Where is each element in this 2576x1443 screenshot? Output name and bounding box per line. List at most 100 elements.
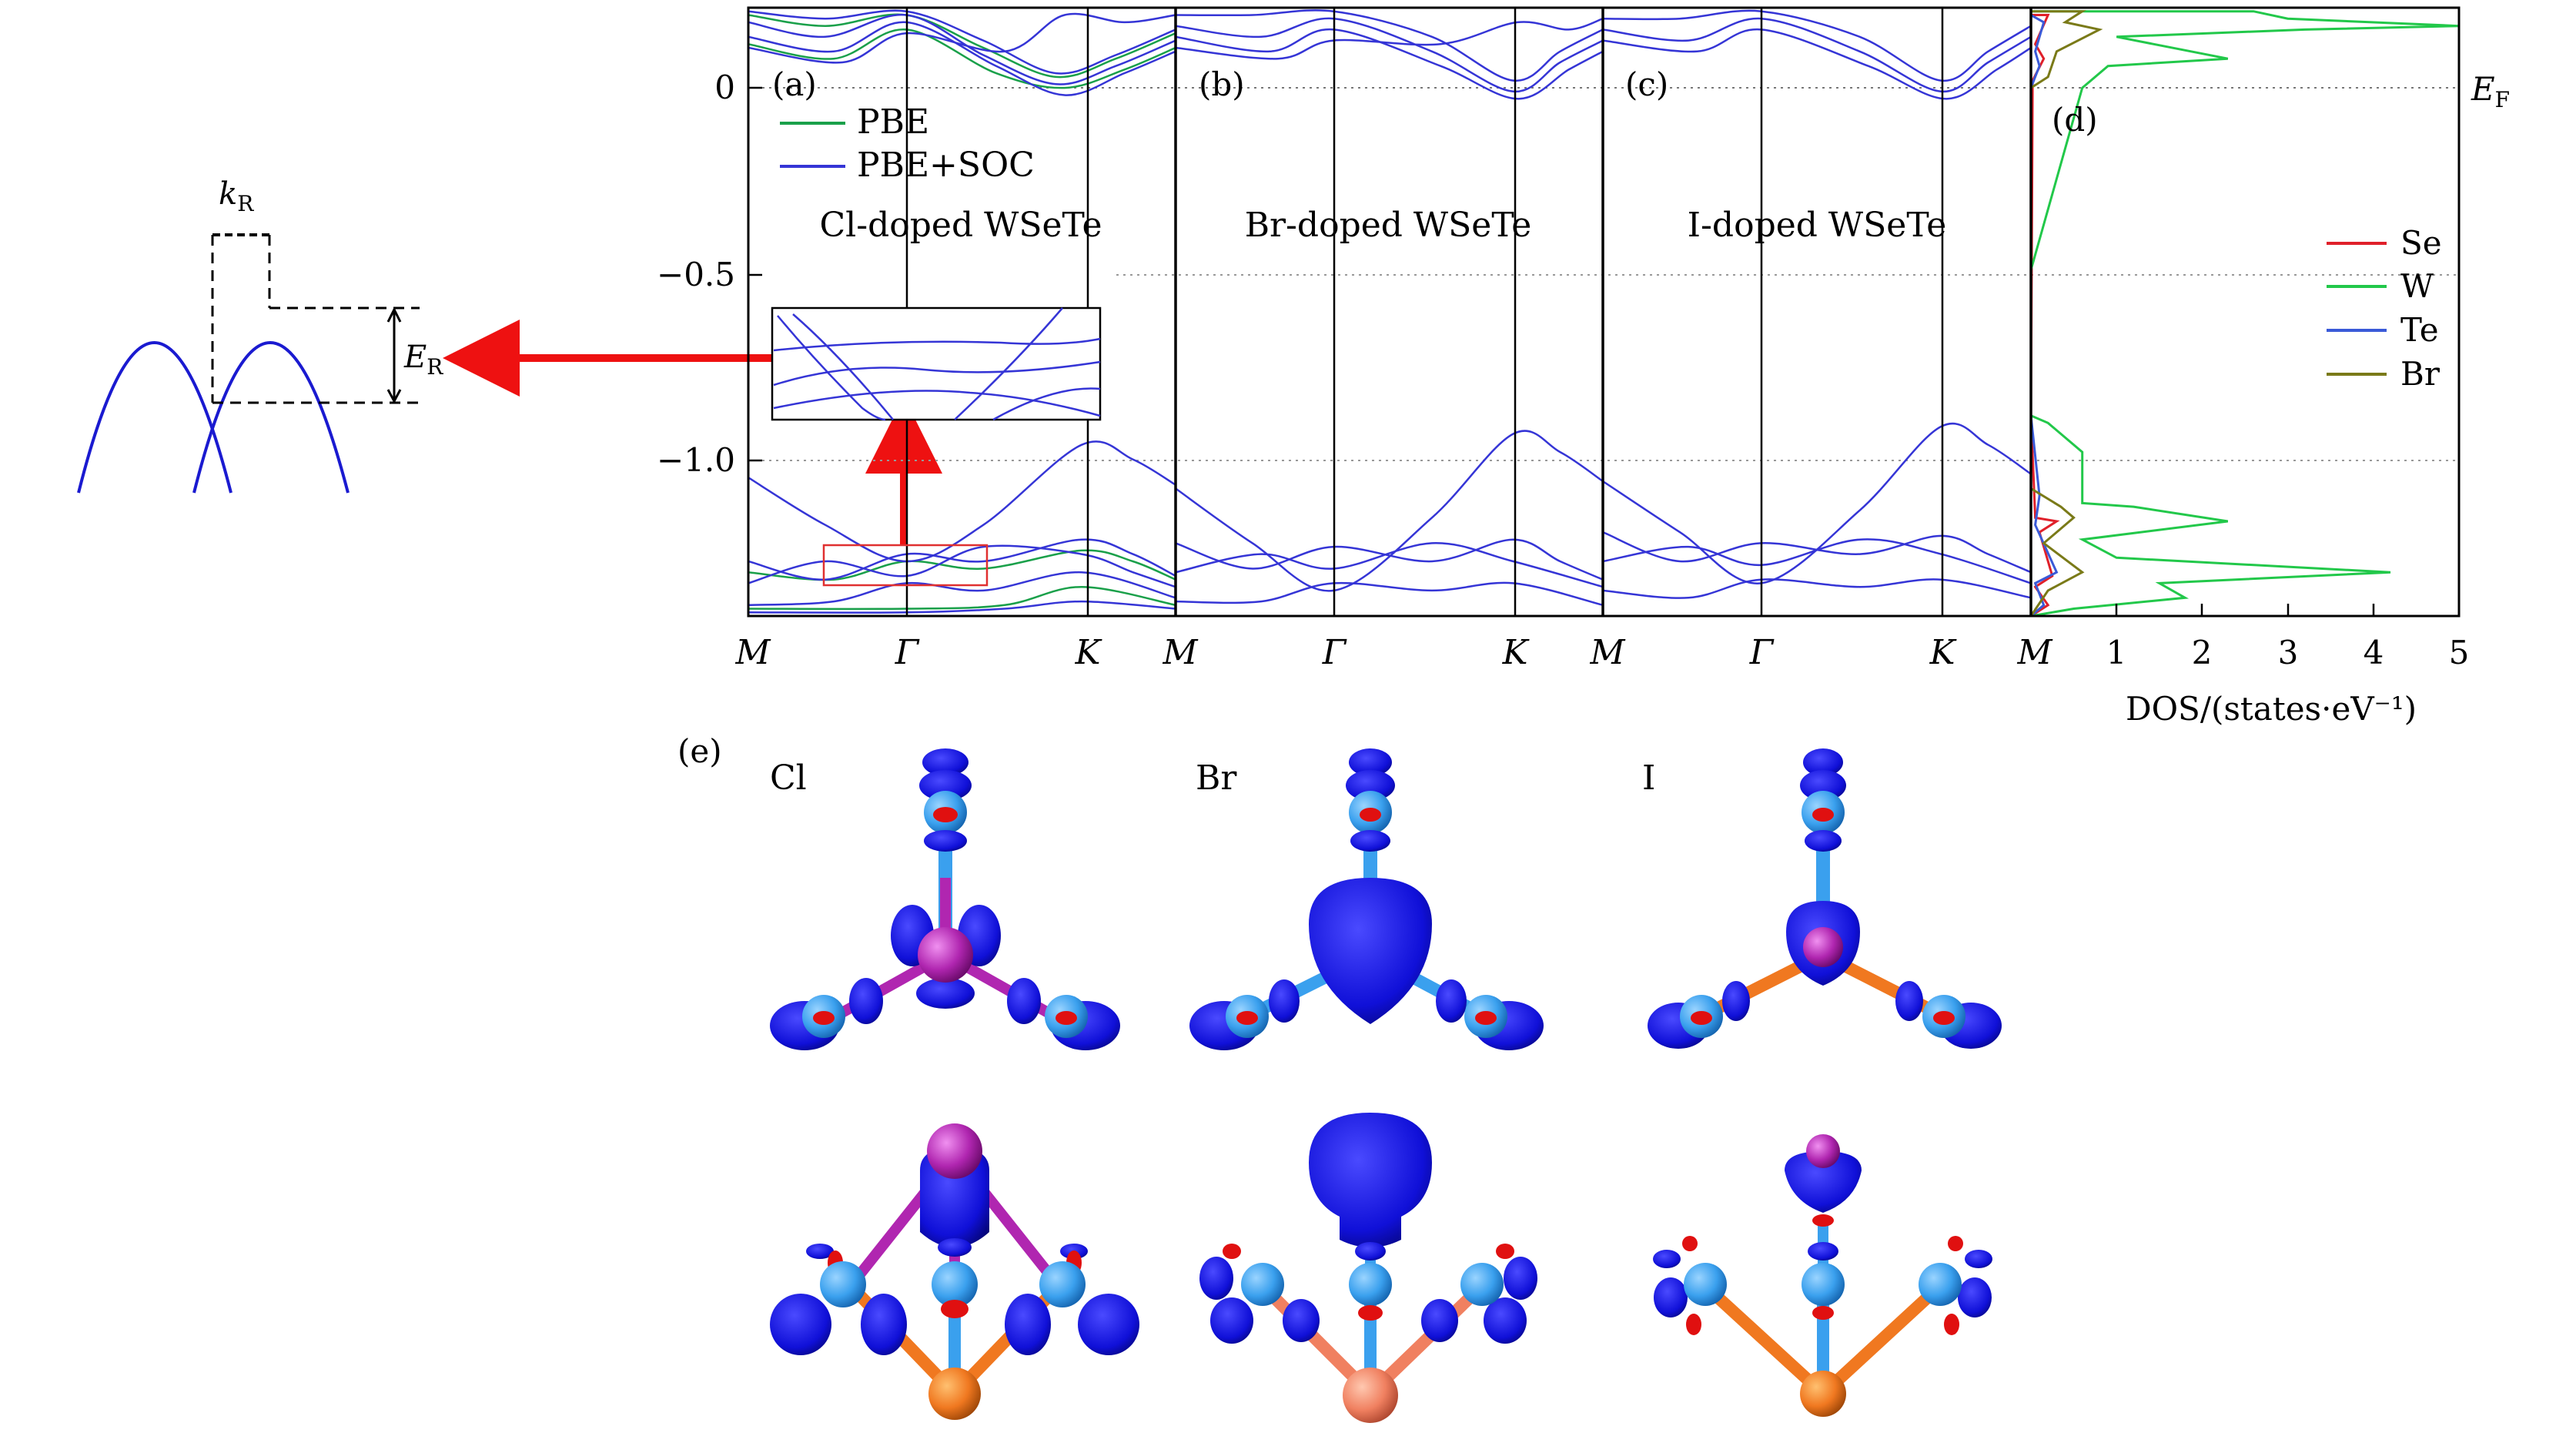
dos-xtick-label: 1 (2106, 634, 2127, 671)
band-soc-cl-8 (748, 600, 1176, 614)
kpath-label: Γ (1749, 633, 1775, 672)
inset-band (954, 307, 1063, 420)
kpath-label: M (734, 633, 771, 672)
kpath-label: M (1589, 633, 1625, 672)
dos-x-axis: 1 2 3 4 5 (2106, 604, 2470, 671)
band-soc-i-2 (1603, 28, 2031, 100)
band-soc-cl-6 (748, 544, 1176, 588)
atom-w (820, 1261, 866, 1307)
panel-b-letter: (b) (1199, 65, 1245, 103)
iso-red (1223, 1244, 1241, 1259)
iso-lobe (922, 748, 969, 776)
band-soc-cl-0 (748, 9, 1176, 75)
iso-red (1475, 1011, 1497, 1025)
band-soc-cl-3 (748, 12, 1176, 64)
inset-band (792, 313, 894, 420)
band-soc-i-3 (1603, 422, 2031, 584)
band-soc-i-0 (1603, 9, 2031, 82)
band-pbe-cl-3 (748, 585, 1176, 611)
kpath-labels: M Γ K M Γ K M Γ K M (734, 633, 2052, 672)
ytick-label-minus05: −0.5 (657, 256, 735, 293)
iso-lobe (1484, 1297, 1527, 1344)
iso-red (1944, 1314, 1959, 1335)
band-soc-i-5 (1603, 538, 2031, 584)
iso-red (1496, 1244, 1514, 1259)
atom-w (1039, 1261, 1086, 1307)
iso-red (1948, 1236, 1963, 1251)
atom-bottom (1343, 1368, 1398, 1423)
band-soc-br-5 (1176, 538, 1603, 581)
kpath-label: K (1929, 633, 1957, 672)
kpath-label: K (1502, 633, 1530, 672)
iso-lobe (1805, 830, 1842, 852)
rashba-band-right (192, 341, 350, 494)
br-side-view (1199, 1113, 1537, 1423)
atom-w (1349, 1263, 1392, 1306)
panel-e-label-i: I (1642, 758, 1655, 798)
band-soc-i-1 (1603, 17, 2031, 93)
band-pbe-cl-1 (748, 28, 1176, 89)
band-soc-br-3 (1176, 18, 1603, 60)
panel-e-label-cl: Cl (770, 758, 807, 798)
atom-w (1802, 1263, 1845, 1306)
iso-lobe (938, 1238, 972, 1257)
panel-e-letter: (e) (677, 732, 722, 770)
iso-lobe (1349, 748, 1392, 776)
iso-lobe (1654, 1277, 1688, 1317)
inset-bands (773, 307, 1101, 421)
atom-w (1241, 1263, 1284, 1306)
atom-w (932, 1261, 978, 1307)
i-side-view (1653, 1134, 1992, 1417)
panel-c-letter: (c) (1625, 65, 1668, 103)
inset-band (992, 387, 1101, 421)
iso-lobe (1965, 1250, 1992, 1268)
highlight-box (822, 544, 989, 587)
iso-lobe (916, 978, 975, 1009)
iso-lobe (1078, 1294, 1139, 1355)
iso-lobe (849, 978, 883, 1024)
dos-legend-label-w: W (2400, 267, 2434, 305)
iso-lobe (806, 1244, 834, 1259)
iso-red (1055, 1011, 1077, 1025)
iso-red (1812, 808, 1834, 822)
iso-lobe (1350, 830, 1390, 852)
panel-a-letter: (a) (772, 65, 817, 103)
inset-band (773, 360, 1101, 387)
dos-series-w (2031, 10, 2459, 616)
iso-lobe (1808, 1242, 1838, 1261)
iso-lobe (1653, 1250, 1681, 1268)
band-soc-cl-5 (748, 538, 1176, 581)
dos-xtick-label: 5 (2449, 634, 2470, 671)
dos-axis-label: DOS/(states·eV⁻¹) (2126, 690, 2417, 728)
atom-cl (927, 1123, 982, 1179)
inset-zoom (771, 306, 1102, 421)
iso-lobe (1785, 1151, 1862, 1213)
iso-lobe (1436, 979, 1467, 1023)
band-soc-cl-2 (748, 21, 1176, 96)
iso-lobe (1504, 1257, 1537, 1300)
e-dim-arrowhead-bottom (386, 389, 402, 404)
y-axis: 0 −0.5 −1.0 (657, 69, 762, 479)
iso-lobe (1895, 981, 1923, 1021)
dos-series-br (2031, 10, 2103, 616)
charge-density-panel: (e) Cl Br I (677, 732, 2002, 1423)
i-top-view (1648, 748, 2002, 1049)
band-soc-cl-7 (748, 571, 1176, 607)
fermi-label: EF (2471, 70, 2510, 112)
iso-red (1933, 1011, 1955, 1025)
iso-lobe (1355, 1242, 1386, 1261)
dos-xtick-label: 3 (2278, 634, 2299, 671)
band-soc-br-6 (1176, 542, 1603, 588)
band-soc-cl-4 (748, 440, 1176, 563)
iso-red (1358, 1305, 1383, 1321)
iso-red (933, 807, 958, 822)
iso-red (941, 1300, 969, 1318)
k-label: kR (219, 176, 254, 216)
iso-lobe-large (1309, 878, 1432, 1024)
band-soc-br-1 (1176, 17, 1603, 93)
iso-lobe (1803, 748, 1843, 776)
kpath-label: K (1075, 633, 1102, 672)
dos-legend: Se W Te Br (2327, 224, 2442, 393)
band-soc-i-6 (1603, 578, 2031, 599)
